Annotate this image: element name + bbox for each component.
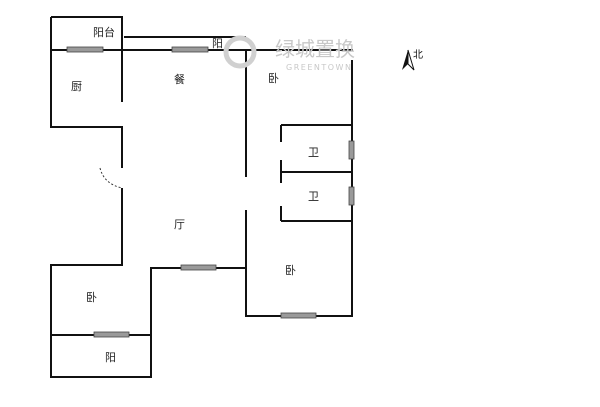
label-bedroom-ne: 卧 [268, 72, 279, 85]
window [180, 264, 217, 271]
window [348, 140, 355, 160]
label-bath-2: 卫 [308, 190, 319, 203]
label-bedroom-sw: 卧 [86, 291, 97, 304]
window [93, 331, 130, 338]
window [66, 46, 104, 53]
window [280, 312, 317, 319]
watermark-brand-cn: 绿城置换 [275, 37, 355, 61]
compass: 北 [402, 49, 423, 71]
label-balcony-bottom: 阳 [105, 351, 116, 364]
watermark-brand-en: GREENTOWN [286, 63, 352, 72]
watermark: 绿城置换 GREENTOWN [223, 35, 355, 72]
door-swing [99, 167, 123, 189]
compass-label: 北 [413, 49, 423, 61]
label-kitchen: 厨 [71, 80, 82, 93]
window [348, 186, 355, 206]
label-bath-1: 卫 [308, 146, 319, 159]
label-balcony-top-right: 阳 [212, 37, 223, 50]
label-balcony-top: 阳台 [93, 25, 115, 39]
north-arrow-icon [402, 50, 408, 70]
watermark-logo-icon [223, 35, 257, 69]
label-bedroom-se: 卧 [285, 264, 296, 277]
label-dining: 餐 [174, 72, 185, 86]
window [171, 46, 209, 53]
windows [66, 46, 355, 338]
label-living: 厅 [174, 218, 185, 231]
room-labels: 阳台 阳 厨 餐 卧 卫 卫 厅 卧 卧 阳 [71, 25, 319, 364]
